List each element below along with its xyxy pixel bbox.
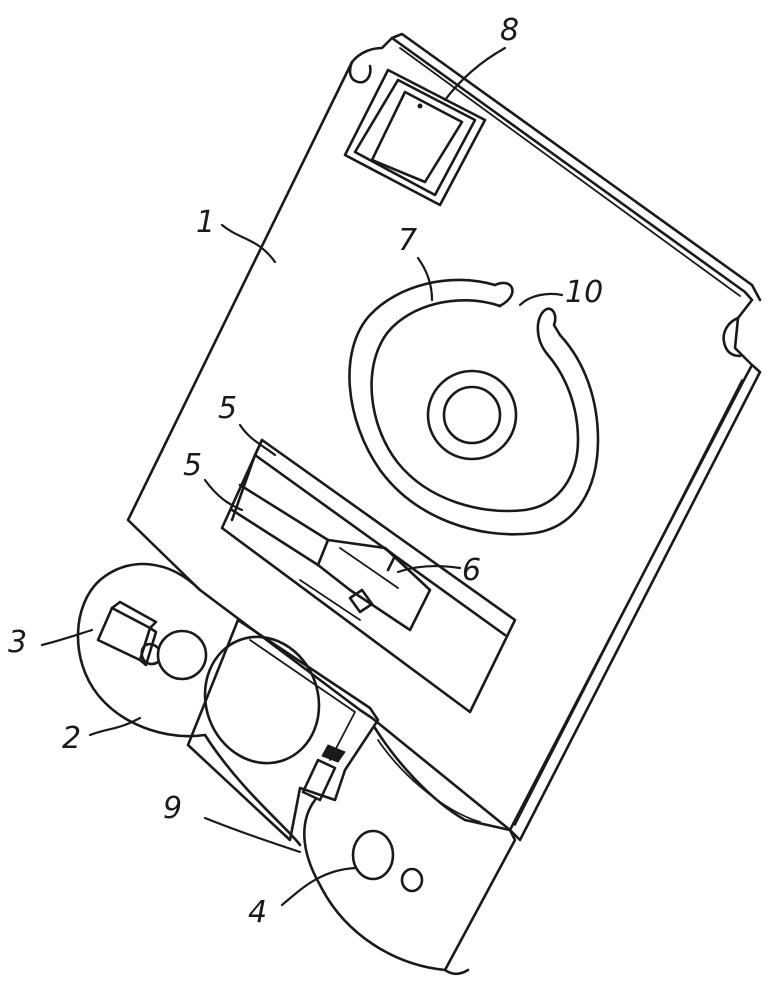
label-9: 9 bbox=[163, 791, 182, 826]
circular-track-7 bbox=[349, 280, 598, 534]
label-10: 10 bbox=[565, 275, 603, 310]
label-6: 6 bbox=[462, 553, 481, 588]
label-5b: 5 bbox=[183, 448, 202, 483]
label-3: 3 bbox=[8, 625, 27, 660]
lower-housing bbox=[78, 564, 515, 974]
label-8: 8 bbox=[500, 13, 519, 48]
label-7: 7 bbox=[398, 223, 417, 258]
label-4: 4 bbox=[248, 895, 267, 930]
label-1: 1 bbox=[196, 205, 215, 240]
main-plate bbox=[128, 34, 760, 840]
label-5a: 5 bbox=[218, 391, 237, 426]
label-2: 2 bbox=[62, 721, 81, 756]
